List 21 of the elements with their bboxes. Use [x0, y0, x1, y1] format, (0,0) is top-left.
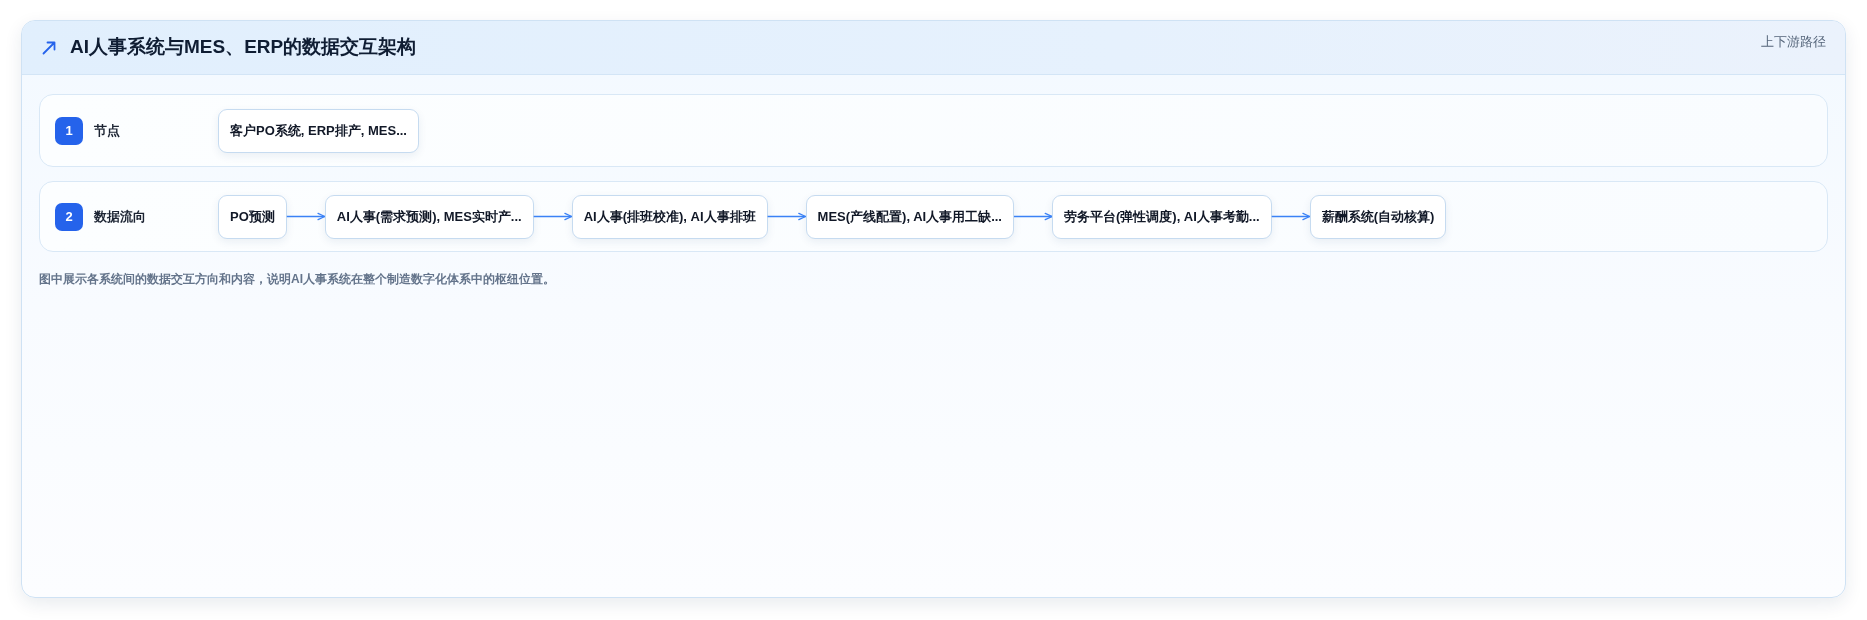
flow-arrow [1013, 212, 1053, 221]
process-box: MES(产线配置), AI人事用工缺... [805, 194, 1014, 239]
step-number-badge: 2 [55, 202, 83, 231]
flow-arrow [286, 212, 326, 221]
caption-text: 图中展示各系统间的数据交互方向和内容，说明AI人事系统在整个制造数字化体系中的枢纽位置。 [39, 272, 556, 288]
process-box: AI人事(排班校准), AI人事排班 [571, 194, 768, 239]
process-box: AI人事(需求预测), MES实时产... [324, 194, 534, 239]
row-panel [39, 181, 1828, 252]
process-box: 劳务平台(弹性调度), AI人事考勤... [1052, 194, 1272, 239]
flow-arrow [1271, 212, 1311, 221]
process-box: 薪酬系统(自动核算) [1309, 194, 1447, 239]
process-box: PO预测 [218, 194, 287, 239]
flow-arrow [533, 212, 573, 221]
flow-arrow [766, 212, 807, 221]
header-note: 上下游路径 [1761, 35, 1826, 50]
step-number-badge: 1 [55, 116, 83, 145]
row-label: 数据流向 [94, 207, 147, 226]
process-box: 客户PO系统, ERP排产, MES... [218, 108, 419, 153]
row-panel [39, 94, 1828, 167]
diagram-title: AI人事系统与MES、ERP的数据交互架构 [70, 36, 417, 59]
row-label: 节点 [94, 121, 121, 140]
